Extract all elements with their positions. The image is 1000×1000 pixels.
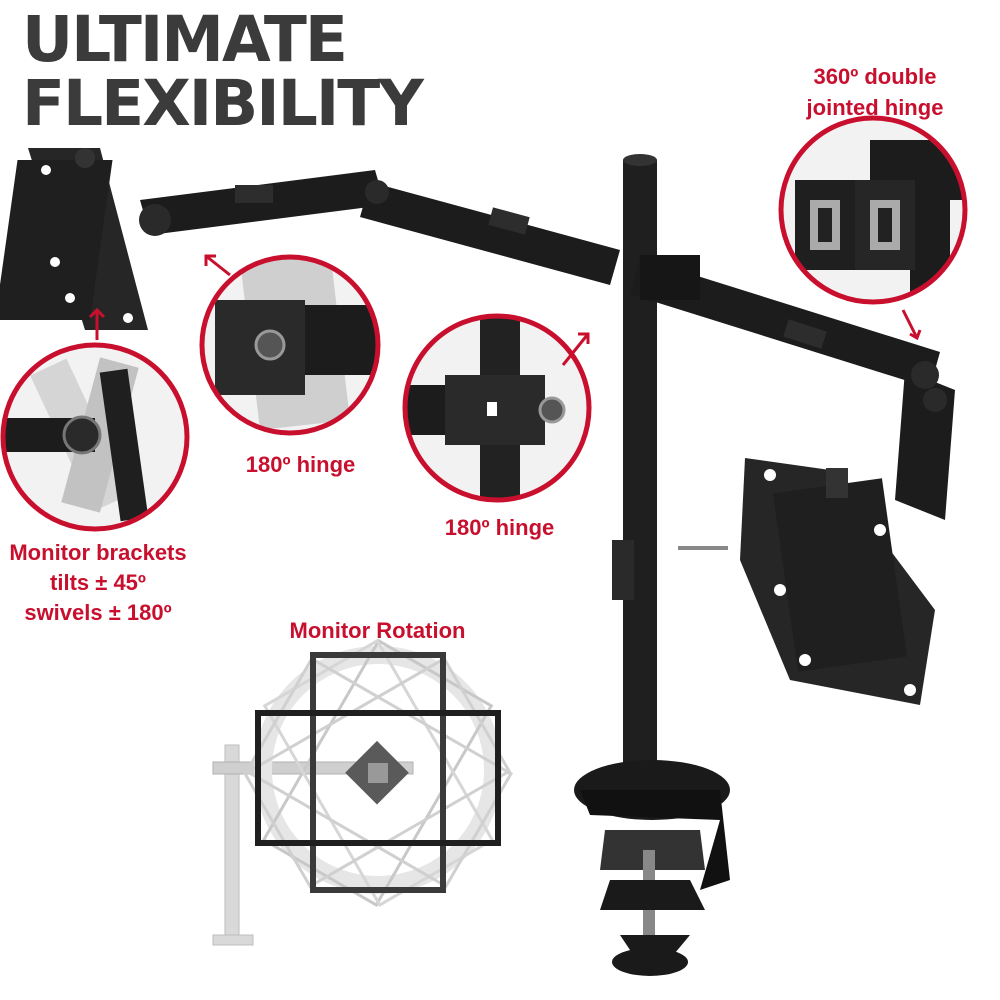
brackets-label: Monitor brackets tilts ± 45º swivels ± 1… <box>0 540 196 626</box>
bracket-tilt-detail <box>0 342 190 532</box>
hinge-detail-left <box>199 254 381 436</box>
right-arm <box>630 258 940 388</box>
double-hinge-detail <box>778 115 968 305</box>
brackets-label-line-1: Monitor brackets <box>9 540 187 565</box>
double-hinge-label-line-1: 360º double <box>813 64 937 89</box>
brackets-label-line-2: tilts ± 45º <box>50 570 146 595</box>
hinge-center-label: 180º hinge <box>444 515 555 540</box>
double-hinge-label: 360º double jointed hinge <box>795 64 955 121</box>
arrow-icon <box>88 254 922 366</box>
headline-line-1: ULTIMATE <box>22 3 348 76</box>
right-monitor-bracket-icon <box>740 458 935 705</box>
double-hinge-label-line-2: jointed hinge <box>806 95 944 120</box>
left-lower-arm <box>360 182 620 285</box>
left-monitor-bracket-icon <box>0 148 148 330</box>
headline-line-2: FLEXIBILITY <box>22 67 424 140</box>
hinge-left-label: 180º hinge <box>245 452 356 477</box>
rotation-label: Monitor Rotation <box>289 618 466 643</box>
rotation-diagram-icon <box>212 638 514 946</box>
desk-clamp-icon <box>574 760 730 976</box>
brackets-label-line-3: swivels ± 180º <box>24 600 172 625</box>
hinge-detail-center <box>402 313 592 503</box>
headline: ULTIMATE FLEXIBILITY <box>22 3 424 140</box>
